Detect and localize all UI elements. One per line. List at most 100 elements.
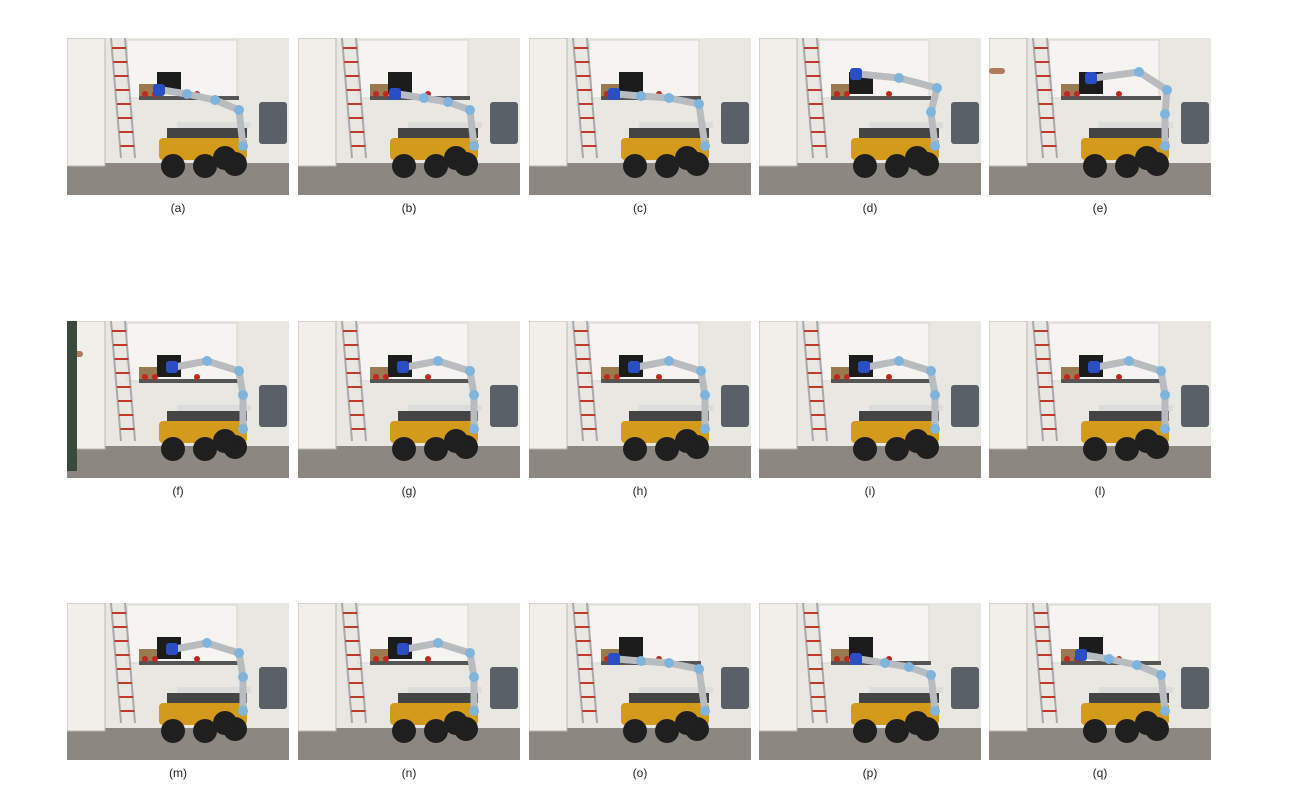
lab-equipment bbox=[490, 385, 518, 427]
apple bbox=[142, 91, 148, 97]
ladder-rail bbox=[572, 321, 584, 442]
ladder-rail bbox=[586, 38, 598, 159]
ladder-rail bbox=[124, 321, 136, 442]
arm-joint bbox=[469, 706, 479, 716]
ladder-rail bbox=[816, 603, 828, 724]
arm-joint bbox=[930, 706, 940, 716]
apple bbox=[1074, 91, 1080, 97]
wheel bbox=[1083, 154, 1107, 178]
figure-panel: (l) bbox=[989, 321, 1211, 499]
arm-joint bbox=[465, 648, 475, 658]
apple bbox=[834, 374, 840, 380]
wheel bbox=[885, 154, 909, 178]
monitor bbox=[619, 637, 643, 659]
arm-joint bbox=[469, 141, 479, 151]
door bbox=[529, 603, 568, 732]
shelf bbox=[139, 661, 239, 665]
ladder-rail bbox=[355, 321, 367, 442]
subfigure-caption: (i) bbox=[864, 484, 876, 498]
wheel bbox=[885, 719, 909, 743]
ladder-rail bbox=[1046, 321, 1058, 442]
door bbox=[67, 38, 106, 167]
ladder-rail bbox=[572, 38, 584, 159]
wheel bbox=[392, 719, 416, 743]
door bbox=[759, 321, 798, 450]
apple bbox=[1074, 374, 1080, 380]
door bbox=[529, 38, 568, 167]
arm-joint bbox=[238, 141, 248, 151]
apple bbox=[834, 91, 840, 97]
lab-equipment bbox=[259, 102, 287, 144]
apple bbox=[142, 374, 148, 380]
ladder-rail bbox=[586, 321, 598, 442]
ladder-rail bbox=[110, 321, 122, 442]
subfigure-caption: (n) bbox=[401, 766, 417, 780]
apple bbox=[834, 656, 840, 662]
wheel bbox=[392, 437, 416, 461]
subfigure-caption: (g) bbox=[401, 484, 417, 498]
apple bbox=[152, 656, 158, 662]
arm-joint bbox=[234, 105, 244, 115]
robot-plate bbox=[408, 687, 482, 693]
arm-joint bbox=[694, 99, 704, 109]
ladder-rail bbox=[1032, 321, 1044, 442]
arm-joint bbox=[636, 656, 646, 666]
arm-joint bbox=[1124, 356, 1134, 366]
figure-panel: (b) bbox=[298, 38, 520, 216]
figure-panel: (n) bbox=[298, 603, 520, 781]
wheel bbox=[1135, 711, 1159, 735]
apple bbox=[142, 656, 148, 662]
arm-joint bbox=[1156, 366, 1166, 376]
subfigure-caption: (p) bbox=[862, 766, 878, 780]
wheel bbox=[424, 437, 448, 461]
robot-photo bbox=[989, 603, 1211, 760]
figure-panel: (h) bbox=[529, 321, 751, 499]
ladder-rail bbox=[110, 603, 122, 724]
lab-equipment bbox=[721, 667, 749, 709]
apple bbox=[383, 374, 389, 380]
lab-equipment bbox=[1181, 667, 1209, 709]
arm-joint bbox=[664, 658, 674, 668]
door bbox=[298, 603, 337, 732]
arm-joint bbox=[904, 662, 914, 672]
wheel bbox=[213, 429, 237, 453]
gripper bbox=[166, 361, 178, 373]
robot-deck bbox=[859, 411, 939, 421]
wheel bbox=[655, 437, 679, 461]
subfigure-caption: (c) bbox=[633, 201, 647, 215]
figure-panel: (a) bbox=[67, 38, 289, 216]
wheel bbox=[905, 711, 929, 735]
ladder-rail bbox=[816, 321, 828, 442]
shelf bbox=[370, 661, 470, 665]
robot-plate bbox=[869, 122, 943, 128]
arm-joint bbox=[696, 366, 706, 376]
wheel bbox=[1115, 437, 1139, 461]
door bbox=[989, 603, 1028, 732]
subfigure-caption: (q) bbox=[1092, 766, 1108, 780]
arm-joint bbox=[465, 105, 475, 115]
arm-joint bbox=[1162, 85, 1172, 95]
door bbox=[298, 38, 337, 167]
robot-deck bbox=[398, 693, 478, 703]
arm-joint bbox=[202, 638, 212, 648]
wheel bbox=[675, 429, 699, 453]
arm-joint bbox=[238, 390, 248, 400]
gripper bbox=[608, 88, 620, 100]
subfigure-caption: (l) bbox=[1094, 484, 1106, 498]
arm-joint bbox=[700, 141, 710, 151]
subfigure-caption: (o) bbox=[632, 766, 648, 780]
gripper bbox=[153, 84, 165, 96]
person-body bbox=[67, 321, 77, 471]
gripper bbox=[1085, 72, 1097, 84]
figure-panel: (p) bbox=[759, 603, 981, 781]
apple bbox=[604, 374, 610, 380]
wheel bbox=[444, 146, 468, 170]
arm-joint bbox=[894, 73, 904, 83]
robot-plate bbox=[177, 122, 251, 128]
ladder-rail bbox=[816, 38, 828, 159]
wheel bbox=[193, 437, 217, 461]
lab-equipment bbox=[490, 667, 518, 709]
apple bbox=[383, 91, 389, 97]
apple bbox=[1064, 91, 1070, 97]
